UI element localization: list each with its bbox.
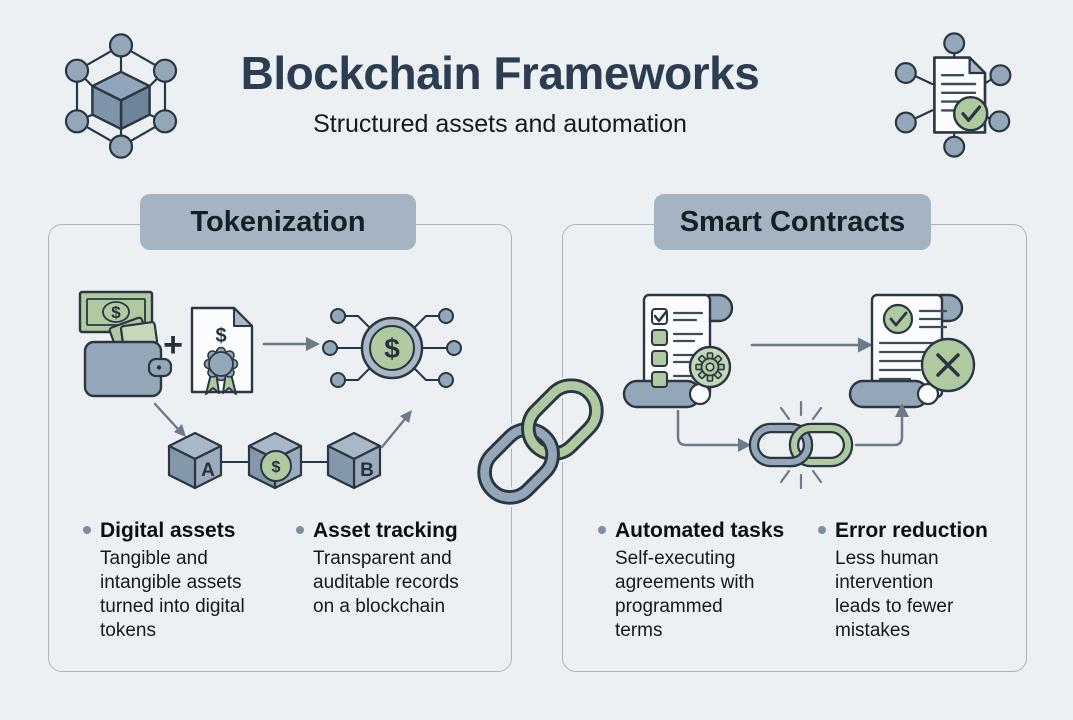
document-network-icon	[894, 32, 1012, 158]
bullet-error-reduction: Error reduction Less human intervention …	[818, 519, 988, 643]
tokenization-diagram: $ + $	[78, 290, 462, 490]
svg-text:$: $	[272, 459, 281, 476]
block-a: A	[167, 431, 223, 490]
bullet-description: Transparent and auditable records on a b…	[313, 548, 459, 617]
tokenization-badge: Tokenization	[140, 194, 416, 250]
arrow-right-icon	[750, 337, 873, 353]
smart-contracts-badge-label: Smart Contracts	[679, 205, 906, 238]
result-scroll-icon	[848, 293, 976, 409]
bullet-asset-tracking: Asset tracking Transparent and auditable…	[296, 519, 483, 619]
bullet-heading: Automated tasks	[615, 519, 785, 542]
bullet-automated-tasks: Automated tasks Self-executing agreement…	[598, 519, 784, 643]
bullet-description: Tangible and intangible assets turned in…	[100, 548, 245, 641]
smart-contracts-badge: Smart Contracts	[654, 194, 931, 250]
smart-contracts-diagram	[622, 293, 976, 490]
tokenization-badge-label: Tokenization	[190, 205, 366, 238]
arrow-right-icon	[262, 337, 320, 351]
wallet-icon	[83, 316, 173, 398]
svg-text:$: $	[384, 333, 400, 364]
bullet-dot	[83, 526, 91, 534]
chain-link-icon	[474, 375, 607, 508]
bullet-dot	[296, 526, 304, 534]
check-circle-icon	[882, 303, 914, 335]
block-chain-icon: A $ B	[167, 431, 382, 490]
arrow-down-right-icon	[153, 402, 186, 437]
plus-sign: +	[163, 326, 183, 364]
page-subtitle: Structured assets and automation	[313, 110, 687, 138]
svg-text:B: B	[360, 460, 374, 481]
network-cube-icon	[64, 33, 178, 159]
bullet-dot	[598, 526, 606, 534]
arrow-up-right-icon	[380, 410, 412, 449]
svg-text:A: A	[201, 460, 215, 481]
certificate-icon: $	[190, 306, 254, 395]
page-title: Blockchain Frameworks	[240, 47, 760, 99]
bullet-heading: Asset tracking	[313, 519, 458, 542]
svg-text:$: $	[111, 303, 121, 322]
bullet-heading: Error reduction	[835, 519, 988, 542]
arrow-elbow-down-icon	[676, 409, 751, 452]
block-token: $	[247, 431, 303, 490]
bullet-description: Less human intervention leads to fewer m…	[835, 548, 954, 641]
bullet-heading: Digital assets	[100, 519, 236, 542]
arrow-elbow-up-icon	[854, 403, 909, 447]
gear-icon	[688, 345, 732, 389]
block-b: B	[326, 431, 382, 490]
bullet-dot	[818, 526, 826, 534]
contract-scroll-icon	[622, 293, 734, 409]
bullet-digital-assets: Digital assets Tangible and intangible a…	[83, 519, 265, 643]
broken-chain-icon	[748, 400, 854, 490]
bullet-description: Self-executing agreements with programme…	[615, 548, 755, 641]
token-coin-icon: $	[322, 308, 462, 388]
svg-text:$: $	[215, 325, 226, 347]
